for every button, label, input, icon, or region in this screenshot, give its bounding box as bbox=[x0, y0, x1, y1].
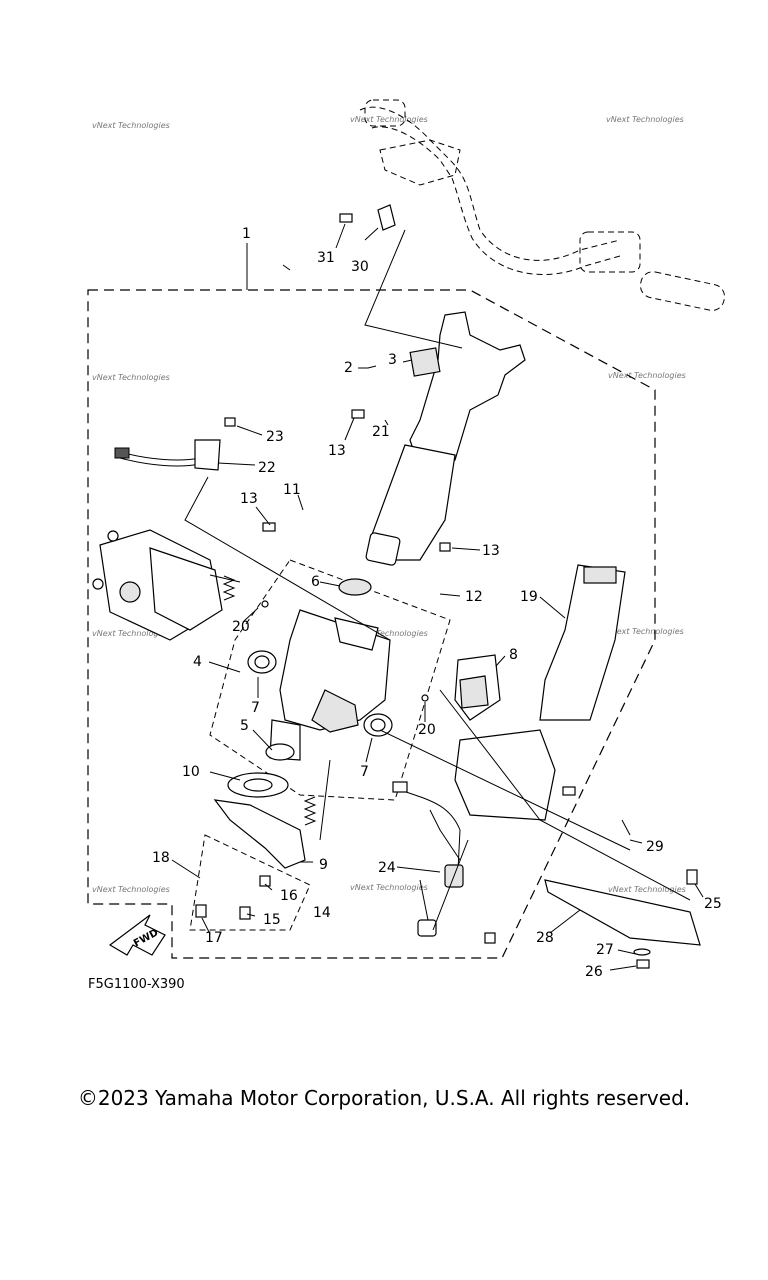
mounting-plate bbox=[544, 879, 701, 946]
part-label-27: 27 bbox=[596, 942, 614, 958]
part-label-29: 29 bbox=[646, 839, 664, 855]
part-label-13a: 13 bbox=[328, 443, 346, 459]
parts-diagram: vNext Technologies vNext Technologies vN… bbox=[87, 99, 726, 992]
part-label-7a: 7 bbox=[251, 700, 260, 716]
part-label-16: 16 bbox=[280, 888, 298, 904]
part-label-10: 10 bbox=[182, 764, 200, 780]
watermark: vNext Technologies bbox=[92, 121, 170, 130]
watermark: vNext Technologies bbox=[350, 883, 428, 892]
part-label-21: 21 bbox=[372, 424, 390, 440]
part-label-31: 31 bbox=[317, 250, 335, 266]
part-label-14: 14 bbox=[313, 905, 331, 921]
part-label-9: 9 bbox=[319, 857, 328, 873]
springs bbox=[222, 575, 317, 826]
watermark: vNext Technologies bbox=[92, 885, 170, 894]
watermark: vNext Technologies bbox=[608, 885, 686, 894]
sensor-assembly bbox=[392, 781, 464, 937]
part-label-24: 24 bbox=[378, 860, 396, 876]
part-label-19: 19 bbox=[520, 589, 538, 605]
part-label-23: 23 bbox=[266, 429, 284, 445]
part-label-28: 28 bbox=[536, 930, 554, 946]
part-label-2: 2 bbox=[344, 360, 353, 376]
part-label-11: 11 bbox=[283, 482, 301, 498]
part-label-7b: 7 bbox=[360, 764, 369, 780]
steering-column bbox=[365, 311, 526, 566]
part-label-30: 30 bbox=[351, 259, 369, 275]
part-label-12: 12 bbox=[465, 589, 483, 605]
part-label-17: 17 bbox=[205, 930, 223, 946]
watermark: vNext Technologies bbox=[92, 629, 170, 638]
part-label-13c: 13 bbox=[482, 543, 500, 559]
part-label-6: 6 bbox=[311, 574, 320, 590]
watermark: vNext Technologies bbox=[350, 115, 428, 124]
steering-housing bbox=[269, 609, 391, 761]
part-label-1: 1 bbox=[242, 226, 251, 242]
left-housing bbox=[92, 529, 241, 641]
watermarks: vNext Technologies vNext Technologies vN… bbox=[92, 115, 686, 894]
watermark: vNext Technologies bbox=[92, 373, 170, 382]
part-label-5: 5 bbox=[240, 718, 249, 734]
assembly-boundary bbox=[87, 289, 656, 959]
part-label-8: 8 bbox=[509, 647, 518, 663]
leader-lines bbox=[171, 223, 704, 971]
watermark: vNext Technologies bbox=[350, 629, 428, 638]
watermark: vNext Technologies bbox=[608, 371, 686, 380]
part-label-20a: 20 bbox=[232, 619, 250, 635]
watermark: vNext Technologies bbox=[606, 115, 684, 124]
handlebar-drawing bbox=[359, 99, 726, 311]
sensor-harness bbox=[114, 439, 221, 471]
part-label-18: 18 bbox=[152, 850, 170, 866]
part-label-25: 25 bbox=[704, 896, 722, 912]
forward-arrow-icon: FWD bbox=[108, 914, 166, 956]
part-label-20b: 20 bbox=[418, 722, 436, 738]
subassembly-boundary-4 bbox=[209, 559, 451, 801]
part-number-labels: 1 2 3 4 5 6 7 7 8 9 10 11 12 13 13 13 14… bbox=[152, 226, 722, 980]
subassembly-boundary-14 bbox=[189, 834, 311, 931]
figure-code: F5G1100-X390 bbox=[88, 977, 185, 992]
part-label-22: 22 bbox=[258, 460, 276, 476]
watermark: vNext Technologies bbox=[606, 627, 684, 636]
part-label-3: 3 bbox=[388, 352, 397, 368]
lower-bracket bbox=[213, 799, 306, 869]
copyright-notice: ©2023 Yamaha Motor Corporation, U.S.A. A… bbox=[77, 1086, 691, 1110]
part-label-26: 26 bbox=[585, 964, 603, 980]
fasteners bbox=[195, 204, 698, 969]
part-label-13b: 13 bbox=[240, 491, 258, 507]
part-label-15: 15 bbox=[263, 912, 281, 928]
part-label-4: 4 bbox=[193, 654, 202, 670]
seal-rings bbox=[227, 578, 393, 798]
